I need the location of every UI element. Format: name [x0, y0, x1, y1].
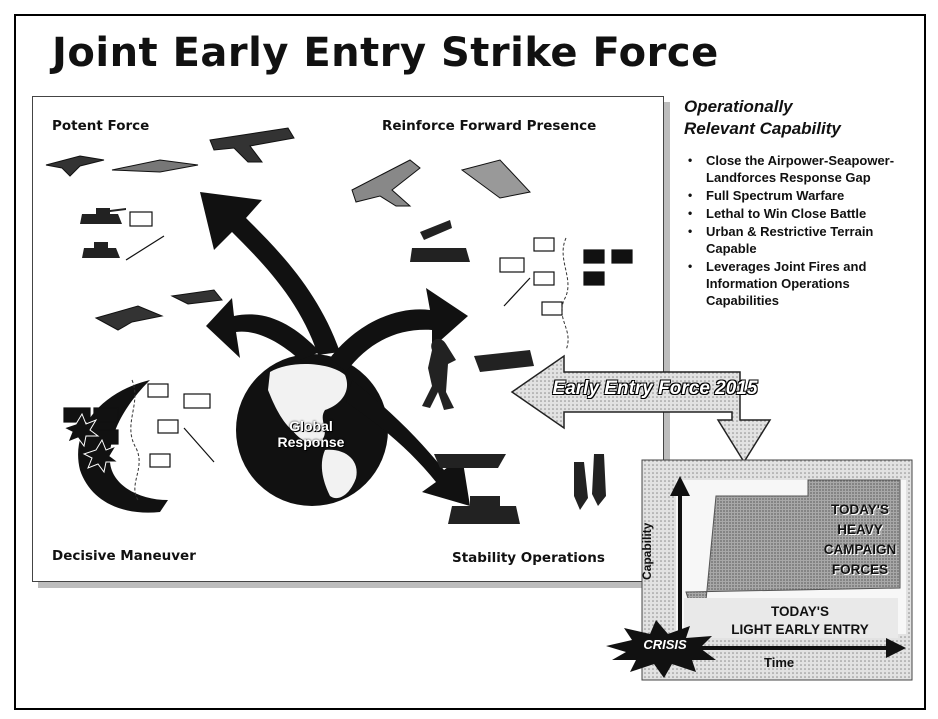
arrow-decisive-maneuver: [206, 298, 320, 360]
bullet-item: Full Spectrum Warfare: [682, 187, 922, 204]
fighter-jet-2-icon: [351, 159, 421, 207]
globe-label: Global Response: [256, 418, 366, 450]
side-title: Operationally Relevant Capability: [684, 96, 841, 140]
troops-icon: [574, 454, 606, 510]
ground-unit-icons: [63, 211, 633, 468]
arrow-potent-force: [200, 192, 340, 355]
slide-title: Joint Early Entry Strike Force: [52, 30, 719, 76]
x-axis-arrow-icon: [886, 638, 906, 658]
rocket-launcher-icon: [410, 220, 470, 262]
transport-plane-icon: [209, 127, 295, 163]
light-line2: LIGHT EARLY ENTRY: [731, 622, 869, 637]
early-entry-banner-label: Early Entry Force 2015: [552, 378, 758, 399]
unit-symbol-icon: [95, 429, 119, 445]
y-axis-arrow-icon: [670, 476, 690, 496]
unit-symbol-icon: [583, 271, 605, 286]
label-potent-force: Potent Force: [52, 118, 150, 134]
early-entry-banner-arrow: [510, 354, 772, 464]
boundary-lines: [130, 237, 569, 501]
crisis-label: CRISIS: [643, 637, 687, 652]
globe-label-line1: Global: [289, 418, 333, 434]
unit-symbol-icon: [611, 249, 633, 264]
heavy-forces-label: TODAY'S HEAVY CAMPAIGN FORCES: [810, 500, 910, 580]
fighter-jet-3-icon: [94, 305, 164, 331]
crisis-starburst-icon: [606, 620, 716, 678]
bomber-icon: [460, 159, 531, 199]
heavy-forces-area: [685, 479, 901, 643]
light-line1: TODAY'S: [771, 604, 829, 619]
unit-symbol-icon: [149, 453, 171, 468]
obstacle-line-icon: [503, 277, 531, 307]
heavy-line3: CAMPAIGN: [823, 542, 897, 557]
stealth-fighter-icon: [111, 159, 199, 173]
unit-symbol-icon: [63, 407, 91, 423]
light-entry-band: [684, 598, 898, 638]
label-reinforce-forward-presence: Reinforce Forward Presence: [382, 118, 597, 134]
globe-label-line2: Response: [277, 434, 345, 450]
vehicle-icons: [80, 208, 606, 524]
unit-symbol-icon: [183, 393, 211, 409]
unit-symbol-icon: [583, 249, 605, 264]
unit-symbol-icon: [533, 237, 555, 252]
unit-symbol-icon: [93, 407, 119, 423]
arrow-reinforce: [330, 288, 468, 372]
heavy-line2: HEAVY: [837, 522, 883, 537]
unit-symbol-icon: [541, 301, 563, 316]
capability-chart: [606, 459, 913, 681]
heavy-line1: TODAY'S: [831, 502, 889, 517]
boat-icon: [434, 454, 506, 468]
unit-symbol-icon: [147, 383, 169, 398]
tank-2-icon: [82, 242, 120, 258]
soldier-icon: [422, 338, 456, 410]
unit-symbol-icon: [157, 419, 179, 434]
bullet-item: Close the Airpower-Seapower-Landforces R…: [682, 152, 922, 186]
continent-north-america: [268, 364, 348, 444]
fighter-jet-icon: [45, 155, 105, 177]
side-title-line1: Operationally: [684, 97, 793, 116]
arrow-swirl: [78, 380, 168, 513]
explosion-icons: [62, 412, 120, 474]
label-decisive-maneuver: Decisive Maneuver: [52, 548, 196, 564]
label-stability-operations: Stability Operations: [452, 550, 605, 566]
arrow-stability: [346, 380, 470, 506]
y-axis-label: Capability: [640, 522, 654, 580]
aircraft-icons: [45, 127, 531, 331]
x-axis-label: Time: [764, 655, 795, 670]
obstacle-line-icon: [125, 235, 165, 261]
helicopter-icon: [170, 289, 223, 305]
unit-symbol-icon: [129, 211, 153, 227]
armored-vehicle-icon: [448, 496, 520, 524]
side-title-line2: Relevant Capability: [684, 119, 841, 138]
bullet-item: Lethal to Win Close Battle: [682, 205, 922, 222]
light-entry-label: TODAY'S LIGHT EARLY ENTRY: [700, 603, 900, 639]
capability-bullet-list: Close the Airpower-Seapower-Landforces R…: [682, 152, 922, 310]
bullet-item: Leverages Joint Fires and Information Op…: [682, 258, 922, 309]
bullet-item: Urban & Restrictive Terrain Capable: [682, 223, 922, 257]
obstacle-line-icon: [183, 427, 215, 463]
artillery-icon: [474, 350, 534, 372]
continent-south-america: [321, 449, 357, 499]
tank-icon: [80, 208, 126, 224]
unit-symbol-icon: [499, 257, 525, 273]
unit-symbol-icon: [533, 271, 555, 286]
heavy-line4: FORCES: [831, 562, 889, 577]
